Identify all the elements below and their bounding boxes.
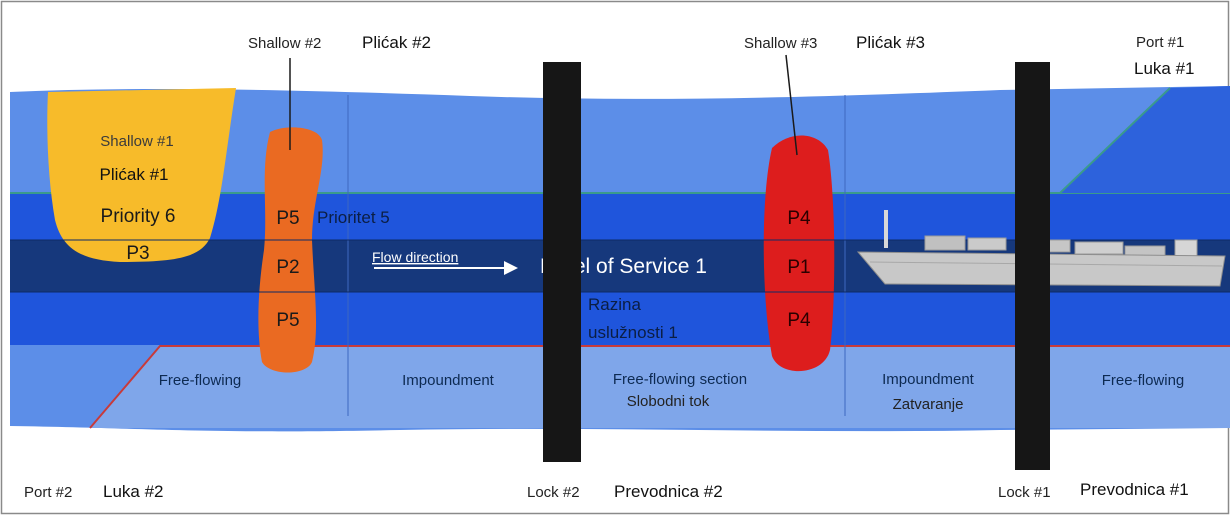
- shallow-3-label-en: Shallow #3: [744, 35, 817, 52]
- zone-slobodni-tok: Slobodni tok: [627, 393, 710, 410]
- zone-free-flowing-section: Free-flowing section: [613, 371, 747, 388]
- shallow-3-p1: P1: [787, 257, 810, 278]
- shallow-3-p4-top: P4: [787, 208, 811, 229]
- zone-impoundment-left: Impoundment: [402, 372, 495, 389]
- zone-free-flowing-left: Free-flowing: [159, 372, 242, 389]
- lock-2-gate: [543, 62, 581, 462]
- shallow-2-p5-bottom: P5: [276, 310, 299, 331]
- shallow-3-label-hr: Plićak #3: [856, 33, 925, 52]
- zone-zatvaranje: Zatvaranje: [893, 396, 964, 413]
- port-2-label-en: Port #2: [24, 484, 72, 501]
- level-of-service-label: Level of Service 1: [540, 255, 707, 278]
- channel-bottom-line: [89, 345, 1230, 429]
- shallow-1-area: [47, 88, 236, 262]
- shallow-1-p3-label: P3: [126, 243, 149, 264]
- lock-2-label-en: Lock #2: [527, 484, 580, 501]
- zone-free-flowing-right: Free-flowing: [1102, 372, 1185, 389]
- shallow-2-p2: P2: [276, 257, 299, 278]
- port1-embankment-line: [1059, 87, 1171, 194]
- razina-label-line2: uslužnosti 1: [588, 323, 678, 342]
- shallow-3-pointer: [785, 54, 798, 156]
- lock-1-label-en: Lock #1: [998, 484, 1051, 501]
- port-1-label-hr: Luka #1: [1134, 59, 1195, 78]
- shallow-3-area: [763, 135, 835, 372]
- flow-arrow-icon: [504, 261, 518, 275]
- shallow-3-p4-bottom: P4: [787, 310, 811, 331]
- port-2-label-hr: Luka #2: [103, 482, 164, 501]
- port-1-label-en: Port #1: [1136, 34, 1184, 51]
- shallow-1-label-hr: Plićak #1: [100, 165, 169, 184]
- shallow-2-label-hr: Plićak #2: [362, 33, 431, 52]
- shallow-1-label-en: Shallow #1: [100, 133, 173, 150]
- port1-embankment: [1060, 86, 1230, 193]
- shallow-2-label-en: Shallow #2: [248, 35, 321, 52]
- shallow-2-p5-top: P5: [276, 208, 299, 229]
- lock-2-label-hr: Prevodnica #2: [614, 482, 723, 501]
- priority-6-label: Priority 6: [101, 206, 176, 227]
- prioritet-5-label: Prioritet 5: [317, 208, 390, 227]
- lock-1-gate: [1015, 62, 1050, 470]
- lock-1-label-hr: Prevodnica #1: [1080, 480, 1189, 499]
- flow-direction-label: Flow direction: [372, 249, 458, 265]
- shallow-2-area: [258, 127, 323, 373]
- zone-impoundment-right: Impoundment: [882, 371, 975, 388]
- floodplain-bottom: [90, 346, 1230, 428]
- razina-label-line1: Razina: [588, 295, 641, 314]
